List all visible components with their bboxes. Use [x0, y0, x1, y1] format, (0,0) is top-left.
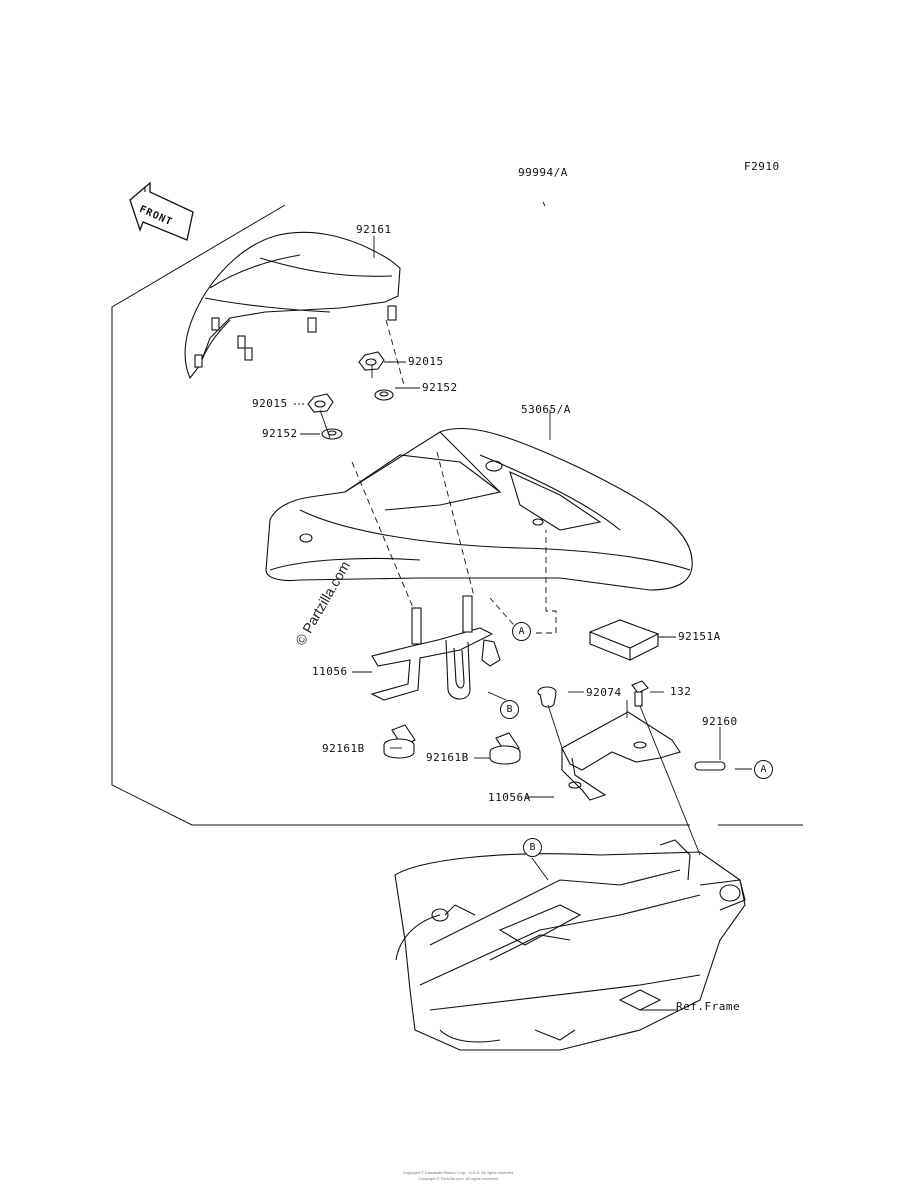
- bolt-132-icon: [631, 680, 649, 707]
- callout-b-lower: B: [523, 838, 542, 857]
- leader-lines: [294, 201, 752, 1011]
- grommet-92074-icon: [537, 686, 557, 708]
- nut-92015-left-icon: [307, 393, 334, 413]
- figure-code-label: F2910: [744, 160, 780, 173]
- cowl-stud-icon: [194, 305, 397, 368]
- footer-copyright-2: Copyright © Partzilla.com. All rights re…: [418, 1176, 499, 1181]
- damper-92161b-left-icon: [383, 724, 416, 759]
- part-label-132[interactable]: 132: [670, 685, 692, 698]
- pin-92160-icon: [694, 761, 726, 771]
- part-label-92152-right[interactable]: 92152: [422, 381, 458, 394]
- bracket-11056a: [561, 711, 681, 801]
- callout-b-upper: B: [500, 700, 519, 719]
- part-label-92074[interactable]: 92074: [586, 686, 622, 699]
- part-label-53065a[interactable]: 53065/A: [521, 403, 571, 416]
- footer-copyright-1: Copyright © Kawasaki Motors Corp., U.S.A…: [402, 1170, 515, 1175]
- reference-frame: [394, 839, 746, 1051]
- catalog-ref-label: 99994/A: [518, 166, 568, 179]
- part-label-92152-left[interactable]: 92152: [262, 427, 298, 440]
- group-boundary: [111, 204, 803, 826]
- front-arrow-icon: [129, 181, 194, 241]
- part-label-11056[interactable]: 11056: [312, 665, 348, 678]
- part-label-92151a[interactable]: 92151A: [678, 630, 721, 643]
- nut-92015-right-icon: [358, 351, 385, 371]
- washer-92152-left-icon: [321, 428, 343, 440]
- ref-frame-label: Ref.Frame: [676, 1000, 741, 1013]
- damper-92161b-right-icon: [489, 732, 521, 765]
- part-label-92015-left[interactable]: 92015: [252, 397, 288, 410]
- part-label-11056a[interactable]: 11056A: [488, 791, 531, 804]
- part-label-92161b-right[interactable]: 92161B: [426, 751, 469, 764]
- callout-a-left: A: [512, 622, 531, 641]
- part-label-92015-right[interactable]: 92015: [408, 355, 444, 368]
- bracket-11056: [370, 595, 501, 701]
- part-label-92161b-left[interactable]: 92161B: [322, 742, 365, 755]
- callout-a-right: A: [754, 760, 773, 779]
- seat-cover-body: [265, 427, 693, 591]
- part-label-92160[interactable]: 92160: [702, 715, 738, 728]
- part-label-92161[interactable]: 92161: [356, 223, 392, 236]
- pad-92151a-icon: [588, 619, 660, 661]
- washer-92152-right-icon: [374, 389, 394, 401]
